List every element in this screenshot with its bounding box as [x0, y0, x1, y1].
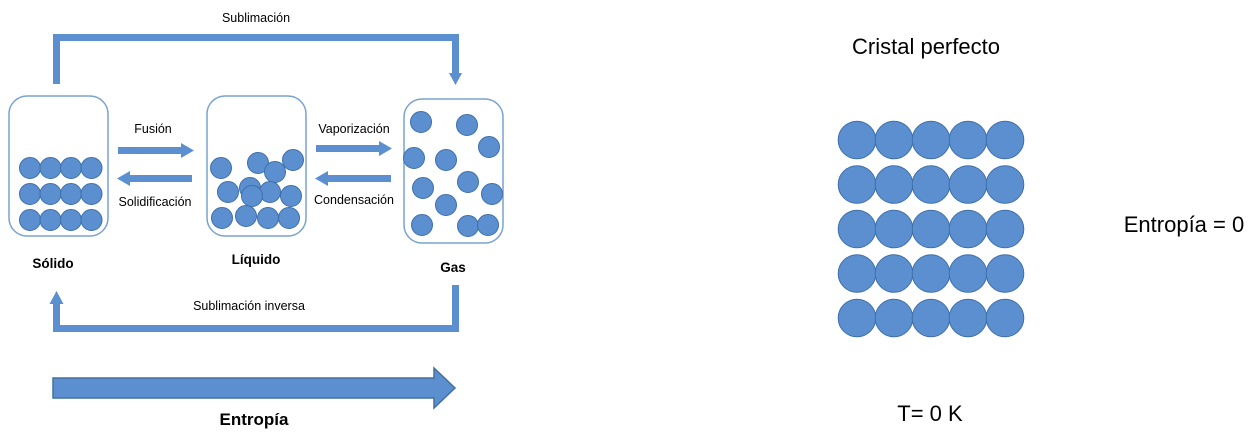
- gas-particle: [456, 114, 478, 136]
- temperature-label: T= 0 K: [897, 401, 963, 426]
- condensation-arrow: [315, 171, 391, 186]
- solid-particle: [39, 183, 62, 205]
- crystal-atom: [837, 298, 877, 338]
- crystal-atom: [985, 120, 1025, 160]
- crystal-atom: [985, 298, 1025, 338]
- gas-particle: [403, 147, 425, 169]
- perfect-crystal-lattice: [837, 120, 1025, 338]
- crystal-atom: [874, 120, 914, 160]
- solid-particle: [80, 183, 103, 205]
- crystal-atom: [837, 254, 877, 293]
- liquid-particle: [259, 181, 281, 203]
- crystal-atom: [874, 254, 914, 293]
- liquid-label: Líquido: [232, 252, 281, 267]
- gas-particle: [481, 183, 503, 205]
- gas-particle: [478, 136, 500, 158]
- gas-particle: [435, 149, 457, 171]
- sublimation-label: Sublimación: [222, 11, 290, 25]
- crystal-atom: [948, 120, 988, 160]
- solid-particle: [19, 157, 41, 179]
- solid-label: Sólido: [32, 256, 73, 271]
- solid-particle: [80, 209, 103, 231]
- crystal-atom: [948, 298, 988, 338]
- solid-particle: [60, 183, 82, 205]
- liquid-particle: [247, 152, 269, 174]
- entropy-label: Entropía: [220, 410, 289, 429]
- solid-particle: [60, 209, 82, 231]
- crystal-atom: [911, 209, 951, 249]
- crystal-atom: [911, 298, 951, 338]
- sublimation-loop-arrow: [53, 34, 462, 85]
- crystal-atom: [837, 165, 877, 204]
- liquid-particle: [282, 149, 304, 171]
- crystal-atom: [948, 165, 988, 204]
- crystal-entropy-label: Entropía = 0: [1124, 212, 1244, 237]
- liquid-particle: [278, 207, 300, 229]
- gas-particle: [411, 214, 433, 236]
- vaporization-label: Vaporización: [318, 122, 389, 136]
- entropy-arrow: [52, 366, 457, 410]
- crystal-atom: [985, 254, 1025, 293]
- fusion-arrow: [118, 143, 194, 158]
- gas-particle: [435, 194, 457, 216]
- liquid-particle: [210, 157, 232, 179]
- gas-particle: [477, 214, 499, 236]
- crystal-atom: [948, 254, 988, 293]
- solid-particle: [39, 157, 62, 179]
- crystal-atom: [837, 120, 877, 160]
- crystal-atom: [985, 165, 1025, 204]
- crystal-atom: [837, 209, 877, 249]
- crystal-atom: [911, 120, 951, 160]
- liquid-particle: [280, 185, 302, 207]
- gas-particle: [457, 215, 479, 237]
- crystal-atom: [985, 209, 1025, 249]
- solidification-arrow: [117, 171, 192, 186]
- solid-particle: [39, 209, 62, 231]
- crystal-atom: [874, 165, 914, 204]
- solid-particle: [19, 183, 41, 205]
- vaporization-arrow: [316, 141, 392, 156]
- liquid-particle: [217, 181, 239, 203]
- gas-particles: [403, 111, 503, 237]
- solid-particle: [19, 209, 41, 231]
- liquid-particle: [235, 205, 257, 227]
- crystal-atom: [911, 165, 951, 204]
- liquid-particle: [211, 207, 233, 229]
- solidification-label: Solidificación: [119, 195, 192, 209]
- gas-particle: [412, 177, 434, 199]
- deposition-loop-arrow: [49, 285, 459, 332]
- crystal-atom: [948, 209, 988, 249]
- solid-particle: [80, 157, 103, 179]
- solid-particle: [60, 157, 82, 179]
- crystal-atom: [874, 298, 914, 338]
- liquid-particles: [210, 149, 304, 229]
- gas-label: Gas: [440, 260, 466, 275]
- gas-particle: [457, 171, 479, 193]
- condensation-label: Condensación: [314, 193, 394, 207]
- crystal-title: Cristal perfecto: [852, 34, 1000, 59]
- gas-particle: [410, 111, 432, 133]
- liquid-particle: [257, 207, 279, 229]
- liquid-particle: [264, 161, 286, 183]
- crystal-atom: [911, 254, 951, 293]
- solid-particles: [19, 157, 103, 231]
- crystal-atom: [874, 209, 914, 249]
- gas-container: [403, 98, 504, 244]
- liquid-particle: [241, 185, 263, 207]
- fusion-label: Fusión: [134, 122, 172, 136]
- deposition-label: Sublimación inversa: [193, 299, 305, 313]
